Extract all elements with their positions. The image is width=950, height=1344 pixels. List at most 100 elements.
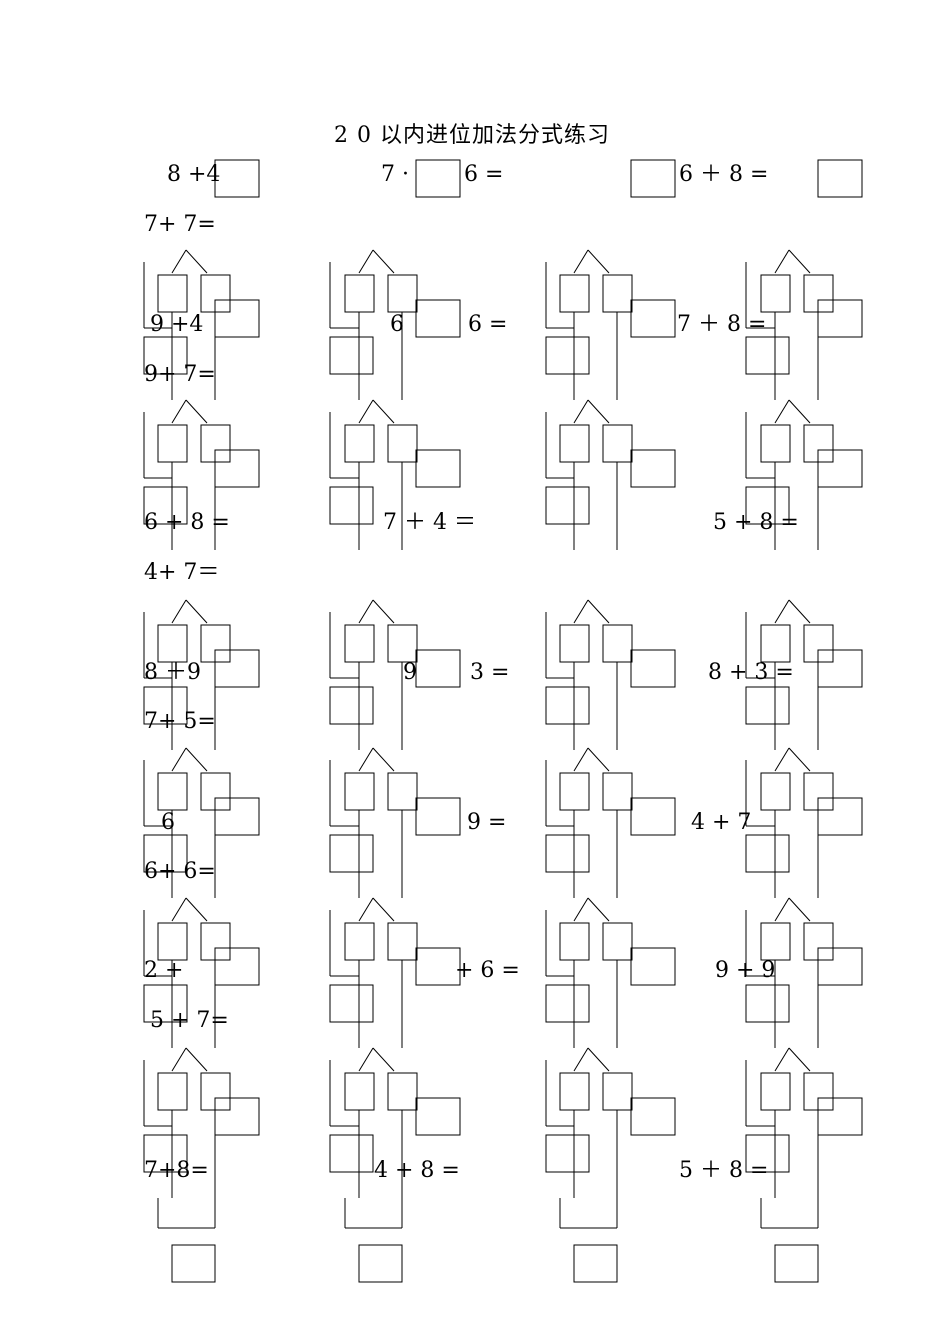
answer-box[interactable] — [545, 486, 590, 525]
answer-box[interactable] — [415, 947, 461, 986]
split-box[interactable] — [760, 772, 791, 811]
answer-box[interactable] — [143, 336, 188, 375]
connector-line — [573, 1047, 589, 1072]
answer-box[interactable] — [214, 159, 260, 198]
split-box[interactable] — [602, 274, 633, 313]
answer-box[interactable] — [545, 834, 590, 873]
answer-box[interactable] — [545, 336, 590, 375]
answer-box[interactable] — [358, 1244, 403, 1283]
split-box[interactable] — [559, 772, 590, 811]
answer-box[interactable] — [214, 449, 260, 488]
answer-box[interactable] — [745, 834, 790, 873]
split-box[interactable] — [344, 624, 375, 663]
connector-line — [587, 897, 610, 922]
answer-box[interactable] — [630, 649, 676, 688]
split-box[interactable] — [559, 1072, 590, 1111]
split-box[interactable] — [387, 274, 418, 313]
equation-text: 9 — [403, 660, 417, 685]
answer-box[interactable] — [630, 449, 676, 488]
split-box[interactable] — [344, 274, 375, 313]
answer-box[interactable] — [545, 686, 590, 725]
split-box[interactable] — [559, 424, 590, 463]
answer-box[interactable] — [415, 299, 461, 338]
answer-box[interactable] — [329, 984, 374, 1023]
split-box[interactable] — [559, 274, 590, 313]
answer-box[interactable] — [329, 686, 374, 725]
split-box[interactable] — [602, 1072, 633, 1111]
split-box[interactable] — [344, 922, 375, 961]
split-box[interactable] — [157, 624, 188, 663]
answer-box[interactable] — [545, 1134, 590, 1173]
answer-box[interactable] — [630, 299, 676, 338]
answer-box[interactable] — [545, 984, 590, 1023]
answer-box[interactable] — [774, 1244, 819, 1283]
split-box[interactable] — [387, 922, 418, 961]
split-box[interactable] — [387, 772, 418, 811]
split-box[interactable] — [602, 922, 633, 961]
answer-box[interactable] — [143, 486, 188, 525]
answer-box[interactable] — [415, 797, 461, 836]
split-box[interactable] — [602, 624, 633, 663]
answer-box[interactable] — [171, 1244, 216, 1283]
split-box[interactable] — [344, 1072, 375, 1111]
split-box[interactable] — [760, 1072, 791, 1111]
answer-box[interactable] — [143, 834, 188, 873]
answer-box[interactable] — [630, 947, 676, 986]
split-box[interactable] — [602, 772, 633, 811]
answer-box[interactable] — [745, 486, 790, 525]
split-box[interactable] — [157, 1072, 188, 1111]
split-box[interactable] — [559, 624, 590, 663]
answer-box[interactable] — [214, 1097, 260, 1136]
split-box[interactable] — [760, 274, 791, 313]
answer-box[interactable] — [329, 1134, 374, 1173]
split-box[interactable] — [559, 922, 590, 961]
answer-box[interactable] — [817, 449, 863, 488]
connector-line — [774, 1047, 790, 1072]
split-box[interactable] — [157, 772, 188, 811]
split-box[interactable] — [157, 274, 188, 313]
connector-line — [171, 747, 187, 772]
answer-box[interactable] — [817, 797, 863, 836]
answer-box[interactable] — [214, 649, 260, 688]
answer-box[interactable] — [745, 984, 790, 1023]
answer-box[interactable] — [630, 159, 676, 198]
answer-box[interactable] — [415, 1097, 461, 1136]
connector-line — [372, 599, 395, 624]
answer-box[interactable] — [214, 299, 260, 338]
split-box[interactable] — [157, 424, 188, 463]
answer-box[interactable] — [143, 686, 188, 725]
equation-text: 5 + 8 = — [713, 510, 799, 535]
answer-box[interactable] — [143, 1134, 188, 1173]
split-box[interactable] — [344, 424, 375, 463]
answer-box[interactable] — [329, 486, 374, 525]
answer-box[interactable] — [329, 834, 374, 873]
answer-box[interactable] — [817, 159, 863, 198]
split-box[interactable] — [760, 424, 791, 463]
answer-box[interactable] — [817, 1097, 863, 1136]
split-box[interactable] — [344, 772, 375, 811]
answer-box[interactable] — [415, 449, 461, 488]
answer-box[interactable] — [573, 1244, 618, 1283]
split-box[interactable] — [602, 424, 633, 463]
split-box[interactable] — [387, 1072, 418, 1111]
answer-box[interactable] — [329, 336, 374, 375]
answer-box[interactable] — [745, 686, 790, 725]
answer-box[interactable] — [630, 1097, 676, 1136]
split-box[interactable] — [387, 624, 418, 663]
answer-box[interactable] — [214, 797, 260, 836]
split-box[interactable] — [760, 922, 791, 961]
answer-box[interactable] — [630, 797, 676, 836]
answer-box[interactable] — [415, 159, 461, 198]
answer-box[interactable] — [745, 336, 790, 375]
split-box[interactable] — [760, 624, 791, 663]
answer-box[interactable] — [415, 649, 461, 688]
answer-box[interactable] — [143, 984, 188, 1023]
answer-box[interactable] — [817, 649, 863, 688]
split-box[interactable] — [387, 424, 418, 463]
connector-line — [788, 249, 811, 274]
answer-box[interactable] — [745, 1134, 790, 1173]
answer-box[interactable] — [817, 947, 863, 986]
split-box[interactable] — [157, 922, 188, 961]
answer-box[interactable] — [214, 947, 260, 986]
answer-box[interactable] — [817, 299, 863, 338]
